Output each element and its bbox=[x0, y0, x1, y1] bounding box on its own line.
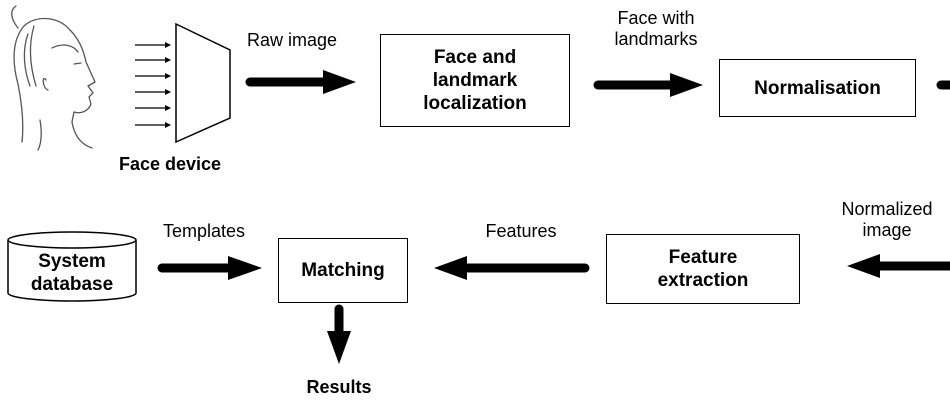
face-profile-icon bbox=[11, 5, 96, 151]
flow-arrows bbox=[157, 70, 950, 364]
arrow-templates bbox=[157, 256, 262, 280]
arrow-results bbox=[327, 304, 351, 364]
face-landmark-localization-box: Face and landmark localization bbox=[380, 34, 570, 127]
system-database-label: System database bbox=[30, 251, 114, 295]
face-device-shape bbox=[175, 22, 231, 144]
matching-box: Matching bbox=[278, 238, 408, 303]
face-device-label: Face device bbox=[118, 154, 222, 174]
edge-label-templates: Templates bbox=[162, 221, 246, 241]
database-cylinder bbox=[7, 231, 137, 302]
normalisation-box: Normalisation bbox=[719, 59, 916, 117]
feature-extraction-box: Feature extraction bbox=[606, 234, 800, 304]
results-label: Results bbox=[306, 377, 372, 397]
edge-label-face-with-landmarks: Face with landmarks bbox=[614, 8, 698, 49]
arrow-face-with-landmarks bbox=[593, 73, 703, 97]
arrow-features bbox=[434, 256, 590, 280]
input-arrows bbox=[135, 42, 171, 128]
edge-label-normalized-image: Normalized image bbox=[841, 199, 933, 240]
edge-label-features: Features bbox=[485, 221, 557, 241]
arrow-raw-image bbox=[245, 70, 356, 94]
arrow-normalized-image bbox=[847, 254, 950, 278]
edge-label-raw-image: Raw image bbox=[246, 30, 338, 50]
